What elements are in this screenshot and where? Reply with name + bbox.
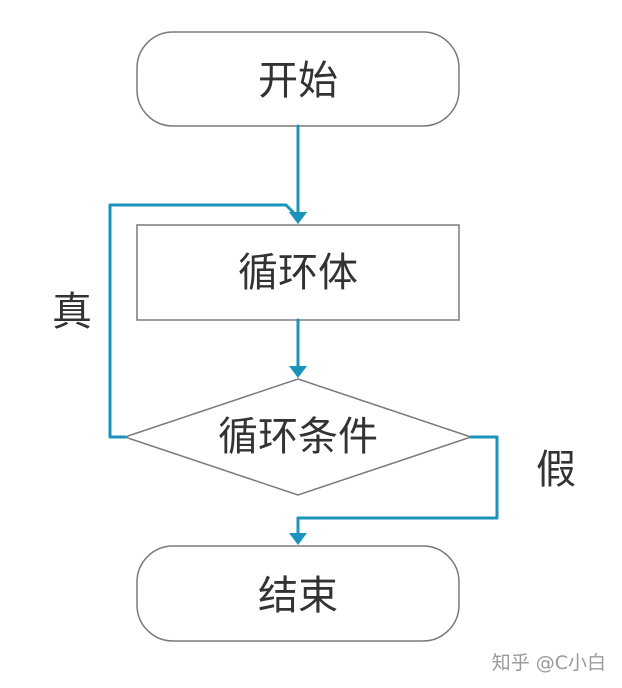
loop-body-node-shape [136,224,460,321]
loop-body-node-label: 循环体 [238,250,358,296]
body-to-condition-arrowhead [289,366,307,378]
condition-node: 循环条件 [122,378,474,496]
true-branch-arrowhead [289,212,307,224]
start-node: 开始 [136,31,460,127]
true-branch-arrow [108,203,295,439]
end-node-shape [136,545,460,642]
end-node: 结束 [136,545,460,642]
false-branch-arrowhead [289,533,307,545]
condition-node-label: 循环条件 [218,414,378,460]
true-branch-label: 真 [52,289,92,335]
condition-node-shape [122,378,474,496]
false-branch-arrow [296,435,499,535]
loop-body-node: 循环体 [136,224,460,321]
watermark-text: 知乎 @C小白 [492,652,606,674]
end-node-label: 结束 [258,573,338,619]
false-branch-label: 假 [536,447,576,493]
start-node-label: 开始 [258,58,338,104]
